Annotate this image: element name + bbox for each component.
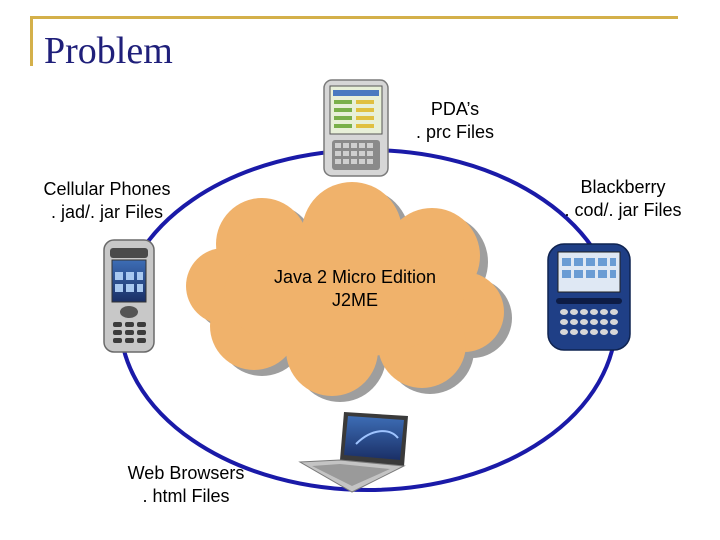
laptop-icon	[300, 412, 408, 492]
blackberry-label-files: . cod/. jar Files	[548, 199, 698, 222]
cellular-label: Cellular Phones . jad/. jar Files	[18, 178, 196, 224]
center-label-line1: Java 2 Micro Edition	[250, 266, 460, 289]
cellular-label-files: . jad/. jar Files	[18, 201, 196, 224]
web-label: Web Browsers . html Files	[108, 462, 264, 508]
blackberry-label: Blackberry . cod/. jar Files	[548, 176, 698, 222]
cellular-label-name: Cellular Phones	[18, 178, 196, 201]
pda-label-name: PDA’s	[390, 98, 520, 121]
pda-label: PDA’s . prc Files	[390, 98, 520, 144]
pda-icon	[324, 80, 388, 176]
center-label-line2: J2ME	[250, 289, 460, 312]
web-label-files: . html Files	[108, 485, 264, 508]
blackberry-label-name: Blackberry	[548, 176, 698, 199]
pda-label-files: . prc Files	[390, 121, 520, 144]
blackberry-icon	[548, 244, 630, 350]
center-label: Java 2 Micro Edition J2ME	[250, 266, 460, 312]
cell-phone-icon	[104, 240, 154, 352]
web-label-name: Web Browsers	[108, 462, 264, 485]
